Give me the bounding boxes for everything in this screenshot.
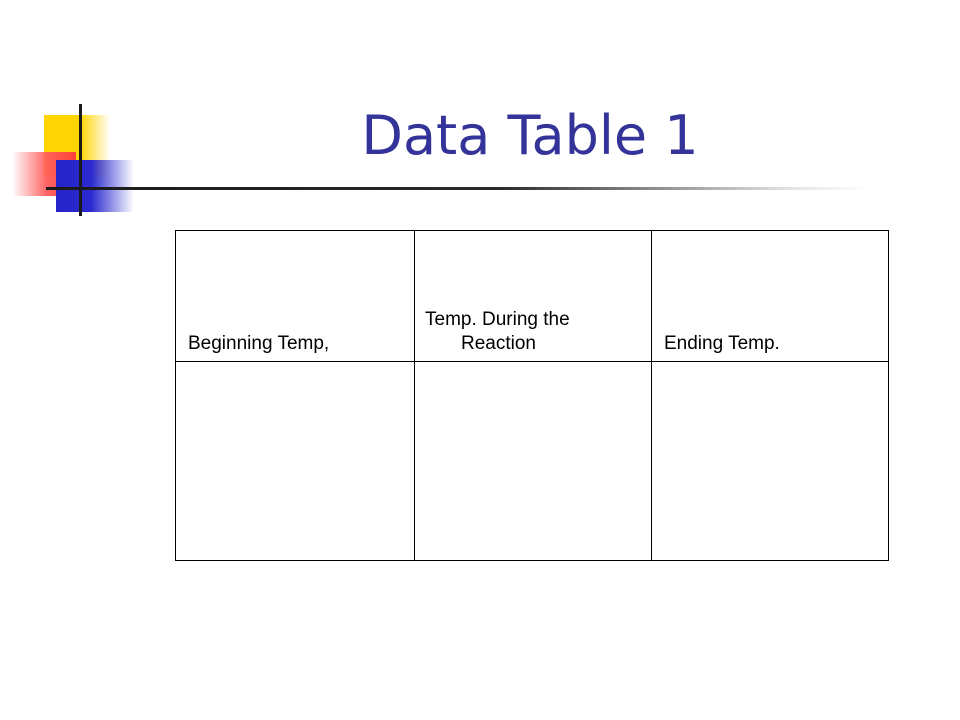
header-label-line-2: Reaction	[461, 333, 536, 354]
header-label-line-1: Temp. During the	[425, 309, 570, 330]
table-cell-beginning-temp[interactable]	[175, 361, 415, 561]
table-cell-temp-during-reaction[interactable]	[414, 361, 652, 561]
table-row	[175, 361, 889, 561]
header-cell-beginning-temp[interactable]: Beginning Temp,	[175, 230, 415, 362]
header-cell-ending-temp[interactable]: Ending Temp.	[651, 230, 889, 362]
table-cell-ending-temp[interactable]	[651, 361, 889, 561]
header-label: Temp. During the Reaction	[415, 308, 651, 361]
slide-title: Data Table 1	[361, 104, 699, 167]
data-table: Beginning Temp, Temp. During the Reactio…	[175, 230, 889, 561]
header-label: Ending Temp.	[664, 333, 780, 354]
title-underline-rule	[46, 187, 870, 190]
decor-vertical-rule	[79, 104, 82, 216]
table-header-row: Beginning Temp, Temp. During the Reactio…	[175, 230, 889, 362]
header-cell-temp-during-reaction[interactable]: Temp. During the Reaction	[414, 230, 652, 362]
decor-blue-square	[56, 160, 134, 212]
header-label: Beginning Temp,	[188, 333, 330, 354]
